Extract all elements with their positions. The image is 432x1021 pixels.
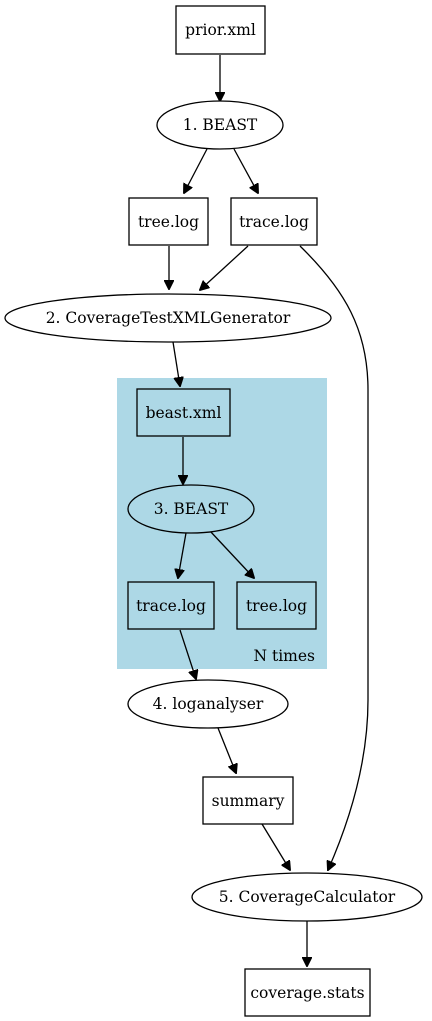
node-tree-log-3: tree.log	[236, 581, 317, 630]
cluster-label: N times	[253, 647, 315, 665]
node-coverage-generator-label: 2. CoverageTestXMLGenerator	[46, 309, 291, 327]
node-beast-xml: beast.xml	[136, 388, 231, 437]
node-trace-log-3: trace.log	[127, 581, 215, 630]
edge-tracelog3-to-loganalyser	[179, 629, 196, 679]
node-beast-3-label: 3. BEAST	[154, 500, 229, 518]
node-tree-log-3-label: tree.log	[246, 597, 307, 615]
node-beast-1-label: 1. BEAST	[183, 116, 258, 134]
node-trace-log-1-label: trace.log	[239, 213, 309, 231]
node-beast-1: 1. BEAST	[156, 100, 284, 150]
node-summary-label: summary	[212, 792, 285, 810]
node-tree-log-1: tree.log	[128, 197, 209, 246]
node-beast-3: 3. BEAST	[127, 484, 255, 534]
node-coverage-stats-label: coverage.stats	[250, 984, 364, 1002]
node-beast-xml-label: beast.xml	[146, 404, 222, 422]
node-trace-log-3-label: trace.log	[136, 597, 206, 615]
edge-generator-to-beastxml	[172, 341, 180, 386]
node-loganalyser: 4. loganalyser	[127, 679, 289, 729]
edges	[169, 55, 369, 966]
node-prior-xml: prior.xml	[175, 5, 266, 55]
edge-tracelog1-to-generator	[200, 245, 249, 290]
node-trace-log-1: trace.log	[230, 197, 318, 246]
edge-loganalyser-to-summary	[217, 727, 236, 773]
edge-beast3-to-tracelog3	[178, 532, 187, 578]
edge-beast3-to-treelog3	[209, 530, 254, 578]
node-tree-log-1-label: tree.log	[138, 213, 199, 231]
node-coverage-stats: coverage.stats	[244, 968, 371, 1017]
node-coverage-calculator-label: 5. CoverageCalculator	[219, 888, 396, 906]
edge-tracelog1-to-calculator	[299, 245, 369, 870]
edge-beast1-to-treelog1	[184, 148, 208, 193]
node-summary: summary	[202, 776, 294, 825]
node-loganalyser-label: 4. loganalyser	[153, 695, 264, 713]
node-coverage-generator: 2. CoverageTestXMLGenerator	[4, 293, 332, 343]
edge-beast1-to-tracelog1	[233, 148, 258, 193]
edge-summary-to-calculator	[261, 823, 290, 870]
node-coverage-calculator: 5. CoverageCalculator	[191, 872, 423, 922]
node-prior-xml-label: prior.xml	[185, 21, 256, 39]
